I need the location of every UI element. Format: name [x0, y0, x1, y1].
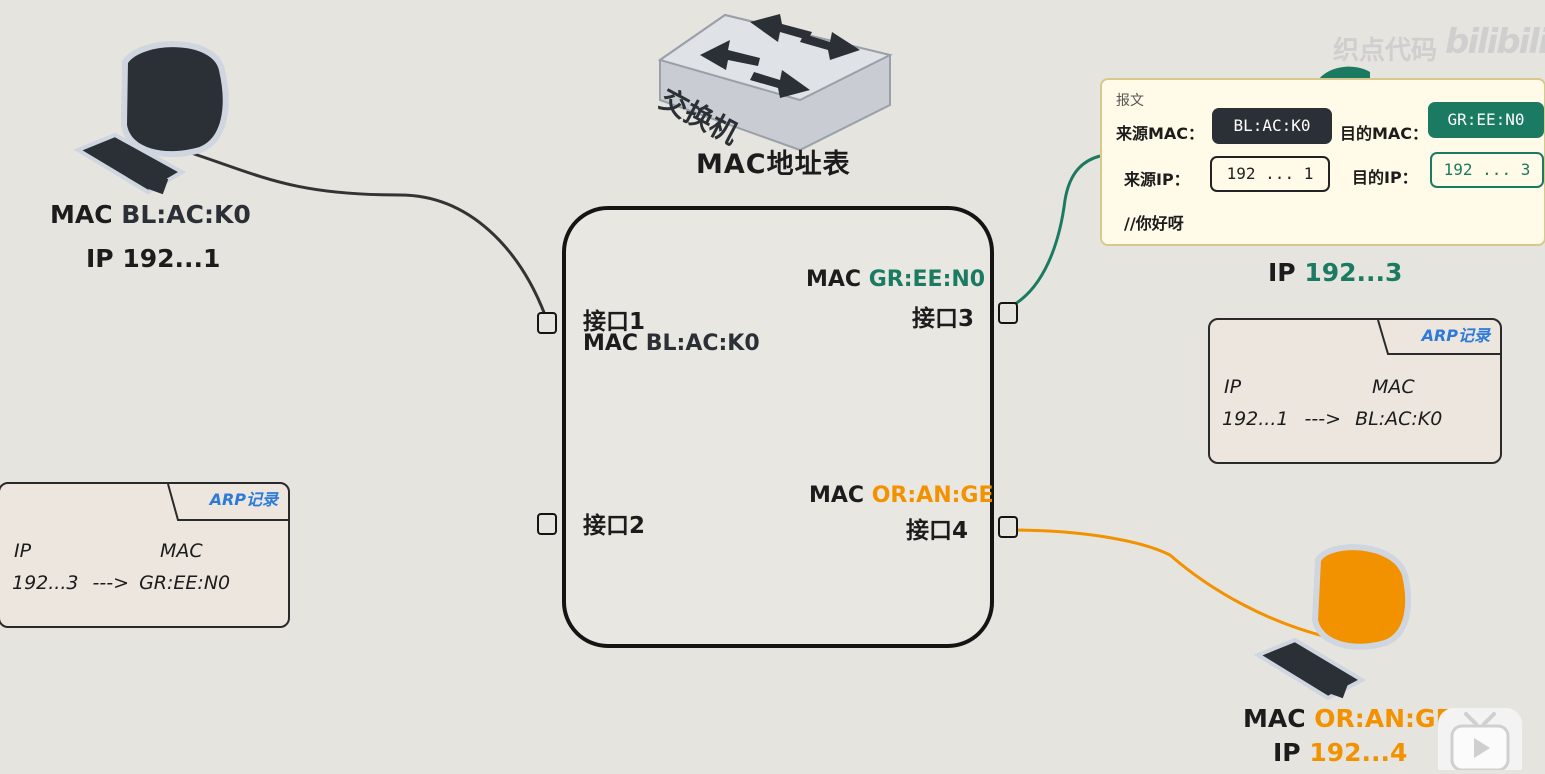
pc4-mac-prefix: MAC — [1243, 704, 1315, 733]
watermark-text: 织点代码 — [1332, 36, 1437, 66]
arp-left-arrow: ---> — [92, 572, 130, 594]
computer-icon-pc3 — [1318, 66, 1370, 80]
arp-right-row: 192...1 ---> BL:AC:K0 — [1222, 408, 1442, 430]
pc3-ip-label: IP 192...3 — [1268, 256, 1402, 290]
port-2-label: 接口2 — [583, 513, 646, 539]
port-4-label: 接口4 — [906, 518, 969, 544]
wire-port1 — [181, 148, 547, 316]
tv-icon[interactable] — [1438, 708, 1522, 772]
arp-right-mac-header: MAC — [1372, 376, 1415, 398]
arp-right-mac: BL:AC:K0 — [1355, 408, 1443, 430]
arp-left-row: 192...3 ---> GR:EE:N0 — [12, 572, 230, 594]
packet-title: 报文 — [1116, 93, 1144, 109]
play-icon — [1450, 712, 1510, 772]
computer-icon-pc1 — [73, 41, 229, 195]
port-3-mac-value: GR:EE:N0 — [868, 267, 986, 292]
arp-right-arrow: ---> — [1304, 408, 1342, 430]
port-3-label: 接口3 — [912, 306, 975, 332]
packet-message: //你好呀 — [1124, 214, 1184, 233]
switch-port-3[interactable] — [998, 302, 1018, 324]
arp-tab-line — [1377, 320, 1500, 355]
port-1-mac-prefix: MAC — [583, 331, 646, 356]
arp-right-ip-header: IP — [1224, 376, 1242, 398]
switch-port-1[interactable] — [537, 312, 557, 334]
port-1-label: 接口1 — [583, 309, 646, 335]
switch-port-4[interactable] — [998, 516, 1018, 538]
port-3-mac-prefix: MAC — [806, 267, 869, 292]
packet-dst-mac: GR:EE:N0 — [1428, 102, 1544, 138]
arp-left-mac-header: MAC — [160, 540, 203, 562]
arp-left-mac: GR:EE:N0 — [139, 572, 231, 594]
pc3-ip-prefix: IP — [1268, 258, 1305, 287]
pc3-ip-value: 192...3 — [1304, 258, 1403, 287]
packet-src-mac-label: 来源MAC： — [1116, 124, 1205, 143]
arp-left-title: ARP记录 — [209, 490, 278, 509]
pc1-mac-label: MAC BL:AC:K0 — [50, 198, 251, 232]
computer-icon-pc4 — [1253, 544, 1412, 701]
packet-panel: 报文 来源MAC： BL:AC:K0 目的MAC： GR:EE:N0 来源IP：… — [1100, 78, 1545, 246]
switch-port-2[interactable] — [537, 513, 557, 535]
packet-src-mac: BL:AC:K0 — [1212, 108, 1332, 144]
pc1-ip-prefix: IP — [86, 244, 123, 273]
packet-dst-ip: 192 ... 3 — [1430, 152, 1544, 188]
port-1-mac-value: BL:AC:K0 — [645, 331, 760, 356]
wire-port4 — [1009, 528, 1341, 642]
port-4-mac: MAC OR:AN:GE — [809, 483, 994, 508]
arp-record-pc3: ARP记录 IP MAC 192...1 ---> BL:AC:K0 — [1208, 318, 1502, 464]
switch-icon — [657, 13, 893, 152]
port-4-mac-value: OR:AN:GE — [871, 483, 994, 508]
pc4-ip-prefix: IP — [1273, 738, 1310, 767]
packet-src-ip: 192 ... 1 — [1210, 156, 1330, 192]
wire-port3 — [1007, 154, 1101, 310]
bilibili-logo: bilibili — [1445, 22, 1545, 62]
mac-table-title: MAC地址表 — [696, 149, 851, 180]
pc1-ip-label: IP 192...1 — [86, 242, 220, 276]
arp-right-title: ARP记录 — [1421, 326, 1490, 345]
port-4-mac-prefix: MAC — [809, 483, 872, 508]
arp-record-pc1: ARP记录 IP MAC 192...3 ---> GR:EE:N0 — [0, 482, 290, 628]
pc4-ip-label: IP 192...4 — [1273, 736, 1407, 770]
packet-dst-ip-label: 目的IP： — [1352, 168, 1418, 187]
pc4-mac-value: OR:AN:GE — [1314, 704, 1453, 733]
pc1-mac-prefix: MAC — [50, 200, 122, 229]
pc1-ip-value: 192...1 — [122, 244, 221, 273]
packet-src-ip-label: 来源IP： — [1124, 170, 1190, 189]
arp-right-ip: 192...1 — [1222, 408, 1289, 430]
pc1-mac-value: BL:AC:K0 — [121, 200, 251, 229]
arp-left-ip: 192...3 — [12, 572, 79, 594]
packet-dst-mac-label: 目的MAC： — [1340, 124, 1429, 143]
pc4-ip-value: 192...4 — [1309, 738, 1408, 767]
arp-tab-line-left — [167, 484, 288, 521]
switch-mac-table — [562, 206, 994, 648]
port-1-mac: MAC BL:AC:K0 — [583, 331, 760, 356]
arp-left-ip-header: IP — [14, 540, 32, 562]
pc4-mac-label: MAC OR:AN:GE — [1243, 702, 1453, 736]
port-3-mac: MAC GR:EE:N0 — [806, 267, 985, 292]
